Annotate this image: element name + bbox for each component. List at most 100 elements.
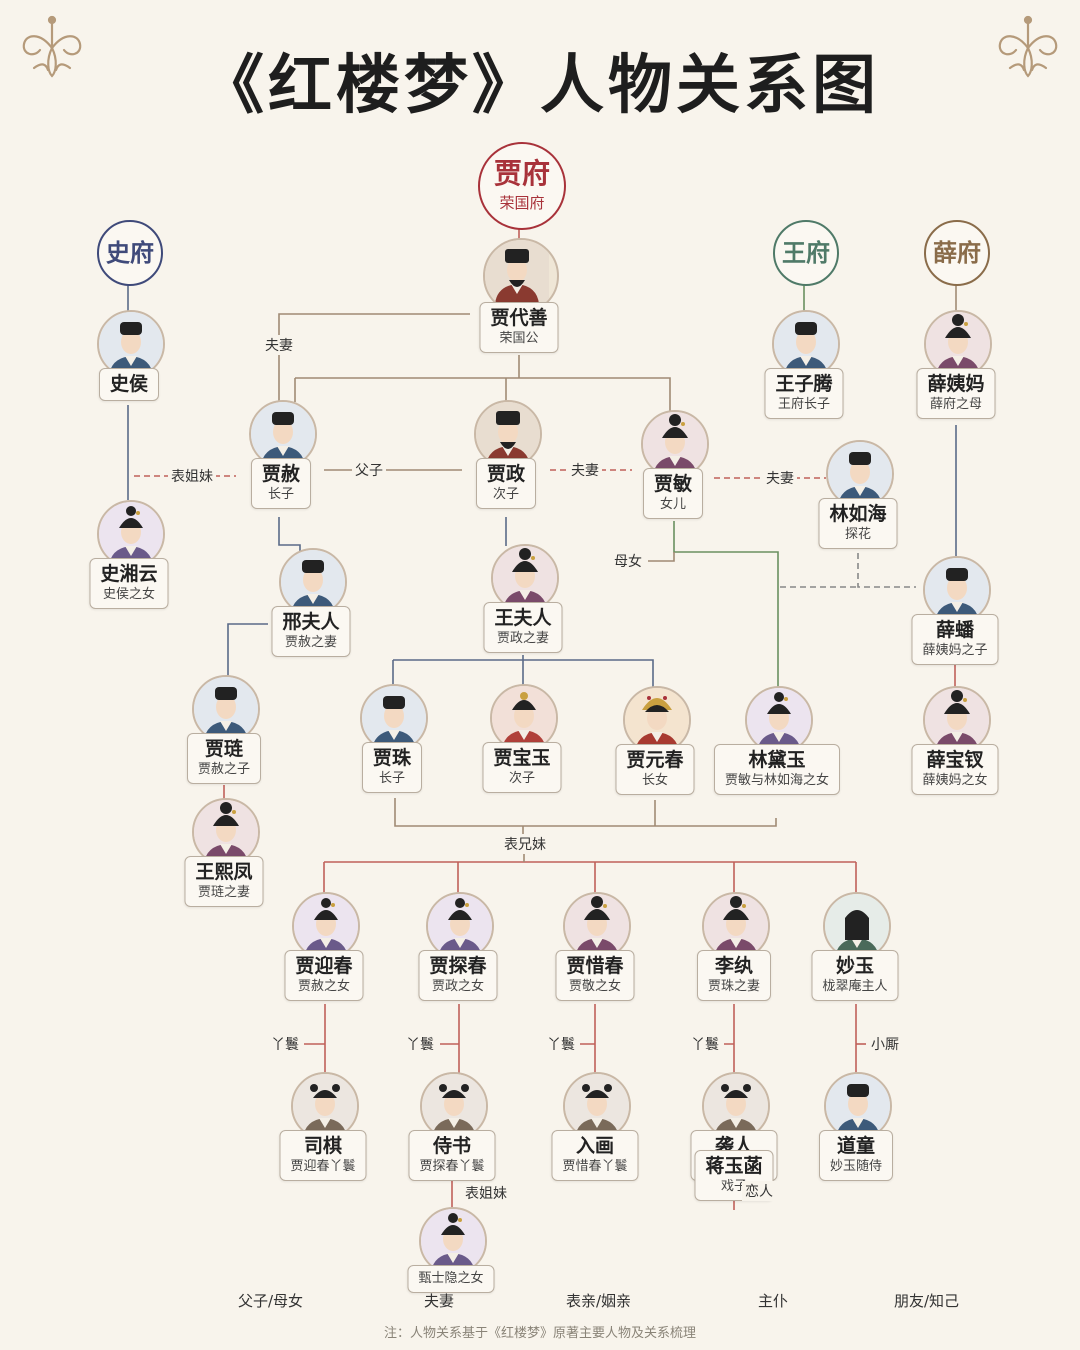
role-lindaiyu: 贾敏与林如海之女 (724, 773, 830, 788)
role-liwan: 贾珠之妻 (707, 979, 761, 994)
role-wangfuren: 贾政之妻 (496, 631, 550, 646)
role-xingfuren: 贾赦之妻 (284, 635, 338, 650)
relation-label-fuqi-jiazheng: 夫妻 (568, 460, 602, 480)
card-xuepan: 薛蟠薛姨妈之子 (911, 614, 999, 665)
name-jiayingchun: 贾迎春 (295, 955, 353, 977)
role-xuepan: 薛姨妈之子 (922, 643, 988, 658)
relation-label-lianren: 恋人 (742, 1181, 776, 1201)
portrait-jiayuanchun (623, 686, 691, 754)
role-linruhai: 探花 (844, 527, 872, 542)
name-miaoyu: 妙玉 (835, 955, 875, 977)
relation-label-biaoxiongmei: 表兄妹 (501, 834, 549, 854)
portrait-jiayingchun (292, 892, 360, 960)
portrait-jiaxichun (563, 892, 631, 960)
portrait-xuebaochai (923, 686, 991, 754)
card-jialian: 贾琏贾赦之子 (186, 733, 262, 784)
role-ruhua: 贾惜春丫鬟 (562, 1159, 628, 1174)
relation-label-yahuan-2: 丫鬟 (403, 1034, 437, 1054)
card-jiazheng: 贾政次子 (475, 458, 537, 509)
name-ruhua: 入画 (575, 1135, 615, 1157)
house-shi-name: 史府 (106, 238, 154, 267)
role-zhenshiyinzhinv: 甄士隐之女 (418, 1271, 484, 1286)
link-tanchun-shishu (440, 1004, 460, 1074)
legend: 父子/母女 夫妻 表亲/姻亲 主仆 朋友/知己 (0, 1290, 1080, 1312)
card-shixiangyun: 史湘云史侯之女 (89, 558, 169, 609)
name-siqi: 司棋 (303, 1135, 343, 1157)
name-liwan: 李纨 (714, 955, 754, 977)
name-jiashe: 贾赦 (261, 463, 301, 485)
card-jiatanchun: 贾探春贾政之女 (418, 950, 498, 1001)
name-linruhai: 林如海 (829, 503, 887, 525)
role-jiabaoyu: 次子 (508, 771, 536, 786)
role-jiadaishan: 荣国公 (499, 331, 539, 346)
portrait-daotong (824, 1072, 892, 1140)
role-jiamin: 女儿 (659, 497, 687, 512)
link-xing-jialian (227, 623, 268, 678)
relation-label-munv: 母女 (611, 551, 645, 571)
portrait-ruhua (563, 1072, 631, 1140)
legend-label-fuqi: 夫妻 (424, 1292, 455, 1310)
link-liwan-xiren (724, 1004, 735, 1074)
legend-label-fuzi: 父子/母女 (238, 1292, 304, 1310)
legend-label-zhupu: 主仆 (758, 1292, 789, 1310)
portrait-shihou (97, 310, 165, 378)
portrait-jiazheng (474, 400, 542, 468)
role-jiayuanchun: 长女 (641, 773, 669, 788)
role-jiatanchun: 贾政之女 (431, 979, 485, 994)
name-daotong: 道童 (836, 1135, 876, 1157)
card-jiazhu: 贾珠长子 (361, 742, 423, 793)
name-jiadaishan: 贾代善 (490, 307, 548, 329)
role-jiazheng: 次子 (492, 487, 520, 502)
name-xuebaochai: 薛宝钗 (926, 749, 984, 771)
link-jiashe-xing (278, 517, 301, 552)
role-siqi: 贾迎春丫鬟 (290, 1159, 356, 1174)
name-xuepan: 薛蟠 (935, 619, 975, 641)
legend-item-fuzi: 父子/母女 (170, 1290, 303, 1311)
name-wangziteng: 王子腾 (775, 373, 833, 395)
ornament-top-left (22, 15, 82, 78)
footnote: 注：人物关系基于《红楼梦》原著主要人物及关系梳理 (383, 1326, 696, 1341)
portrait-liwan (702, 892, 770, 960)
role-jiayingchun: 贾赦之女 (297, 979, 351, 994)
portrait-xiren (702, 1072, 770, 1140)
name-jiabaoyu: 贾宝玉 (493, 747, 551, 769)
card-siqi: 司棋贾迎春丫鬟 (279, 1130, 367, 1181)
role-daotong: 妙玉随侍 (829, 1159, 883, 1174)
name-xingfuren: 邢夫人 (282, 611, 340, 633)
card-jiashe: 贾赦长子 (250, 458, 312, 509)
role-miaoyu: 栊翠庵主人 (822, 979, 888, 994)
legend-item-fuqi: 夫妻 (356, 1290, 454, 1311)
role-jiaxichun: 贾敬之女 (568, 979, 622, 994)
role-jiazhu: 长子 (378, 771, 406, 786)
house-jia-subtitle: 荣国府 (499, 193, 545, 212)
name-jiazheng: 贾政 (486, 463, 526, 485)
card-jiamin: 贾敏女儿 (642, 468, 704, 519)
legend-item-zhupu: 主仆 (690, 1290, 788, 1311)
card-xingfuren: 邢夫人贾赦之妻 (271, 606, 351, 657)
legend-label-biaoqin: 表亲/姻亲 (566, 1292, 632, 1310)
relation-label-fuqi-lin: 夫妻 (763, 468, 797, 488)
name-xueyima: 薛姨妈 (927, 373, 985, 395)
card-lindaiyu: 林黛玉贾敏与林如海之女 (713, 744, 841, 795)
card-linruhai: 林如海探花 (818, 498, 898, 549)
name-jiaxichun: 贾惜春 (566, 955, 624, 977)
portrait-shixiangyun (97, 500, 165, 568)
relation-label-fuqi-shihou: 夫妻 (262, 335, 296, 355)
relation-label-fuzi: 父子 (352, 460, 386, 480)
name-shihou: 史侯 (109, 373, 149, 395)
role-xuebaochai: 薛姨妈之女 (922, 773, 988, 788)
portrait-siqi (291, 1072, 359, 1140)
card-jiadaishan: 贾代善荣国公 (479, 302, 559, 353)
link-munv (648, 552, 675, 562)
legend-item-pengyou: 朋友/知己 (826, 1290, 959, 1311)
name-jiazhu: 贾珠 (372, 747, 412, 769)
card-miaoyu: 妙玉栊翠庵主人 (811, 950, 899, 1001)
role-xueyima: 薛府之母 (929, 397, 983, 412)
role-shishu: 贾探春丫鬟 (419, 1159, 485, 1174)
card-jiaxichun: 贾惜春贾敬之女 (555, 950, 635, 1001)
card-jiabaoyu: 贾宝玉次子 (482, 742, 562, 793)
portrait-jiazhu (360, 684, 428, 752)
house-xue-badge: 薛府 (924, 220, 990, 286)
link-wangfuren-kids (393, 659, 654, 688)
portrait-shishu (420, 1072, 488, 1140)
